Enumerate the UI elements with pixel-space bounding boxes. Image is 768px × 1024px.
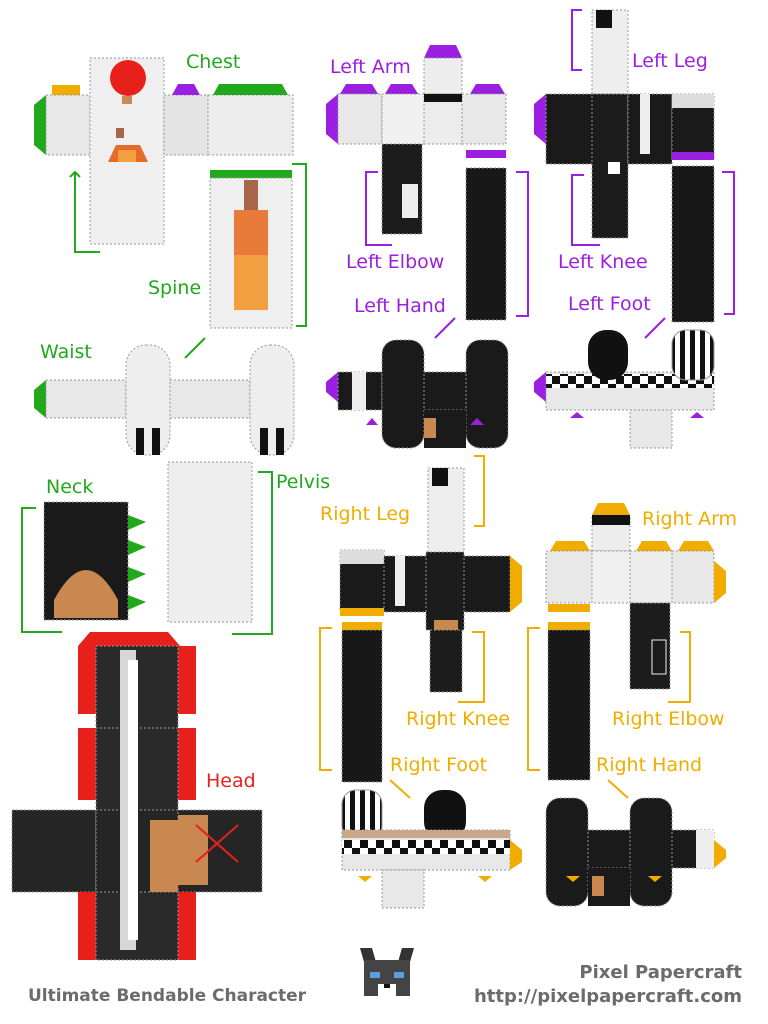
left-foot-part: [534, 317, 715, 449]
chest-part: [34, 57, 294, 253]
label-right-hand: Right Hand: [596, 754, 703, 776]
label-left-arm: Left Arm: [330, 56, 411, 78]
right-hand-part: [545, 779, 726, 907]
footer-url[interactable]: http://pixelpapercraft.com: [473, 986, 742, 1007]
label-chest: Chest: [186, 51, 241, 73]
label-right-foot: Right Foot: [390, 754, 488, 776]
pelvis-part: [167, 461, 273, 635]
label-right-leg: Right Leg: [320, 503, 411, 525]
right-arm-part: [527, 503, 726, 781]
label-left-leg: Left Leg: [632, 50, 708, 72]
label-waist: Waist: [40, 341, 92, 363]
left-leg-part: [534, 9, 735, 323]
wolf-logo-icon: [358, 946, 416, 1004]
neck-part: [21, 501, 146, 633]
spine-part: [209, 163, 307, 329]
label-right-elbow: Right Elbow: [612, 708, 725, 730]
right-foot-part: [341, 779, 522, 909]
label-right-knee: Right Knee: [406, 708, 510, 730]
head-part: [11, 632, 263, 961]
label-spine: Spine: [148, 277, 202, 299]
label-left-elbow: Left Elbow: [346, 251, 445, 273]
red-ball-icon: [110, 60, 146, 96]
left-hand-part: [326, 317, 509, 449]
footer-brand: Pixel Papercraft: [579, 962, 742, 983]
label-neck: Neck: [46, 476, 94, 498]
label-left-hand: Left Hand: [354, 295, 446, 317]
footer-title: Ultimate Bendable Character: [28, 986, 307, 1006]
right-leg-part: [319, 455, 522, 783]
label-head: Head: [206, 770, 256, 792]
waist-part: [34, 337, 295, 456]
label-left-foot: Left Foot: [568, 293, 651, 315]
label-pelvis: Pelvis: [276, 471, 331, 493]
label-left-knee: Left Knee: [558, 251, 648, 273]
label-right-arm: Right Arm: [642, 508, 738, 530]
left-arm-part: [326, 45, 529, 321]
